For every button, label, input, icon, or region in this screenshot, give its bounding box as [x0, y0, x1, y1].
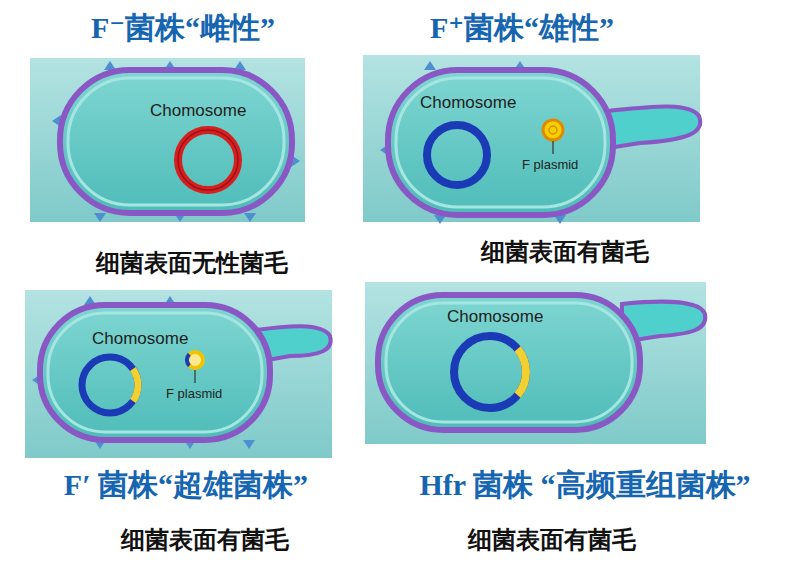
chromosome-label: Chomosome [447, 307, 543, 327]
plasmid-label: F plasmid [522, 157, 578, 173]
chromosome-label: Chomosome [420, 93, 516, 113]
bacterium-strain: F⁻菌株“雌性” Chomosome 细菌表面无性菌毛 [15, 5, 335, 280]
strain-heading: F⁺菌株“雄性” [430, 10, 614, 46]
strain-heading: Hfr 菌株 “高频重组菌株” [419, 467, 750, 503]
strain-heading: F⁻菌株“雌性” [91, 10, 275, 46]
chromosome-label: Chomosome [150, 101, 246, 121]
surface-caption: 细菌表面有菌毛 [481, 237, 649, 267]
surface-caption: 细菌表面有菌毛 [468, 525, 636, 555]
strain-heading: F′ 菌株“超雄菌株” [64, 467, 308, 503]
surface-caption: 细菌表面有菌毛 [121, 525, 289, 555]
bacterium-strain: F⁺菌株“雄性” Chomosome F plasmid 细菌表面有菌毛 [355, 5, 710, 275]
bacterium-strain: ChomosomeHfr 菌株 “高频重组菌株” 细菌表面有菌毛 [360, 278, 800, 570]
plasmid-label: F plasmid [166, 386, 222, 402]
surface-caption: 细菌表面无性菌毛 [96, 248, 288, 278]
bacterium-strain: Chomosome F plasmid F′ 菌株“超雄菌株” 细菌表面有菌毛 [10, 285, 360, 570]
chromosome-label: Chomosome [92, 329, 188, 349]
